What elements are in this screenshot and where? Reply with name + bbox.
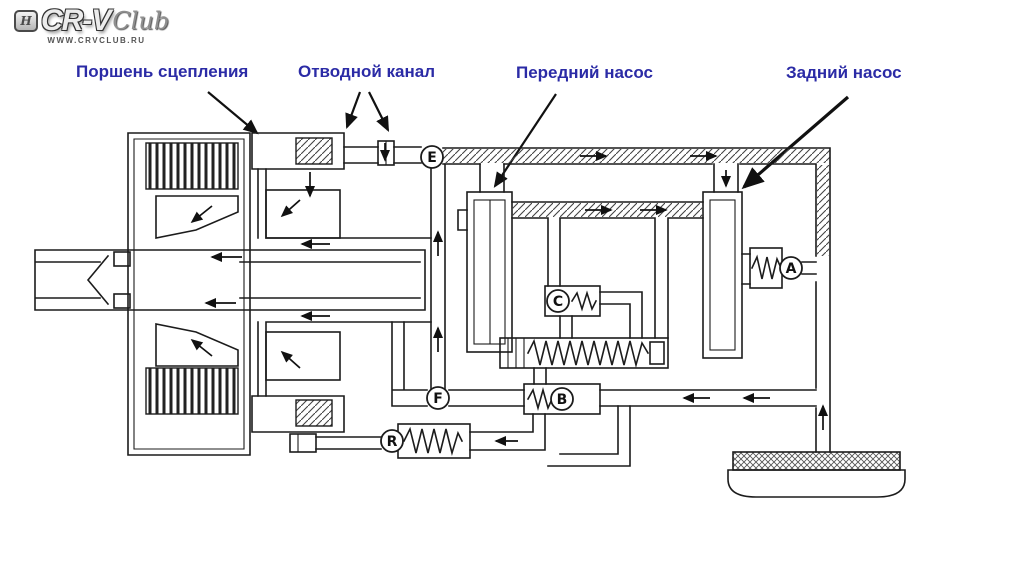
valve-c xyxy=(544,285,643,339)
port-letters: E A C F B R xyxy=(380,145,803,453)
middle-pipe xyxy=(511,201,704,339)
shaft-end-chevron xyxy=(86,254,110,306)
piston-housing-lower xyxy=(251,321,432,453)
port-r-letter: R xyxy=(387,434,398,450)
honda-badge-icon: H xyxy=(14,10,38,32)
valve-c-spring xyxy=(570,290,598,312)
port-r: R xyxy=(380,429,404,453)
strainer-body xyxy=(727,469,906,498)
port-a-letter: A xyxy=(786,261,797,277)
regulator-spring xyxy=(526,338,650,369)
label-pointer-arrows xyxy=(207,91,850,190)
drain-pipe-center xyxy=(547,405,631,467)
port-a: A xyxy=(779,256,803,280)
clutch-assembly xyxy=(34,132,426,456)
front-pump-body xyxy=(457,163,513,353)
front-pump-pointer xyxy=(493,93,557,188)
piston-hatched-block-upper xyxy=(295,137,333,165)
logo-club-text: Club xyxy=(112,7,170,35)
port-e: E xyxy=(420,145,444,169)
valve-b xyxy=(523,367,601,415)
regulator-valve xyxy=(499,337,669,369)
port-e-letter: E xyxy=(427,150,437,166)
valve-r xyxy=(397,413,546,459)
valve-r-spring xyxy=(402,426,464,457)
clutch-piston-lower xyxy=(155,323,239,367)
port-c: C xyxy=(546,289,570,313)
label-rear-pump: Задний насос xyxy=(786,63,902,82)
port-c-letter: C xyxy=(553,294,563,310)
logo-brand-text: CR-V xyxy=(41,4,111,37)
rear-pump-body xyxy=(702,163,751,359)
port-f-letter: F xyxy=(433,391,443,407)
flow-arrows xyxy=(190,143,829,447)
piston-hatched-block-lower xyxy=(295,399,333,427)
main-shaft xyxy=(34,249,426,311)
main-pipe xyxy=(442,147,831,453)
port-b: B xyxy=(550,387,574,411)
drain-channel-pointer-2 xyxy=(368,91,389,132)
logo-url-text: WWW.CRVCLUB.RU xyxy=(47,36,146,45)
clutch-piston-pointer xyxy=(207,91,259,135)
valve-a-spring xyxy=(750,254,783,280)
vertical-channel-e-f xyxy=(430,163,446,391)
bottom-channel xyxy=(391,321,817,407)
piston-housing-upper xyxy=(251,132,432,239)
strainer-mesh xyxy=(732,451,901,471)
clutch-piston-upper xyxy=(155,195,239,239)
clutch-plates-upper xyxy=(145,142,239,190)
label-drain-channel: Отводной канал xyxy=(298,62,436,81)
drain-channel-pointer-1 xyxy=(345,91,362,130)
strainer xyxy=(727,451,906,498)
valve-b-spring xyxy=(526,387,554,411)
port-b-letter: B xyxy=(557,392,568,408)
label-clutch-piston: Поршень сцепления xyxy=(76,62,249,81)
clutch-plates-lower xyxy=(145,367,239,415)
drain-plug xyxy=(289,433,317,453)
drain-channel-pipe xyxy=(343,146,422,164)
port-f: F xyxy=(426,386,450,410)
label-front-pump: Передний насос xyxy=(516,63,653,82)
logo-row: H CR-V Club xyxy=(14,6,189,36)
rear-pump-pointer xyxy=(741,95,850,190)
crv-club-logo: H CR-V Club WWW.CRVCLUB.RU xyxy=(14,6,189,45)
